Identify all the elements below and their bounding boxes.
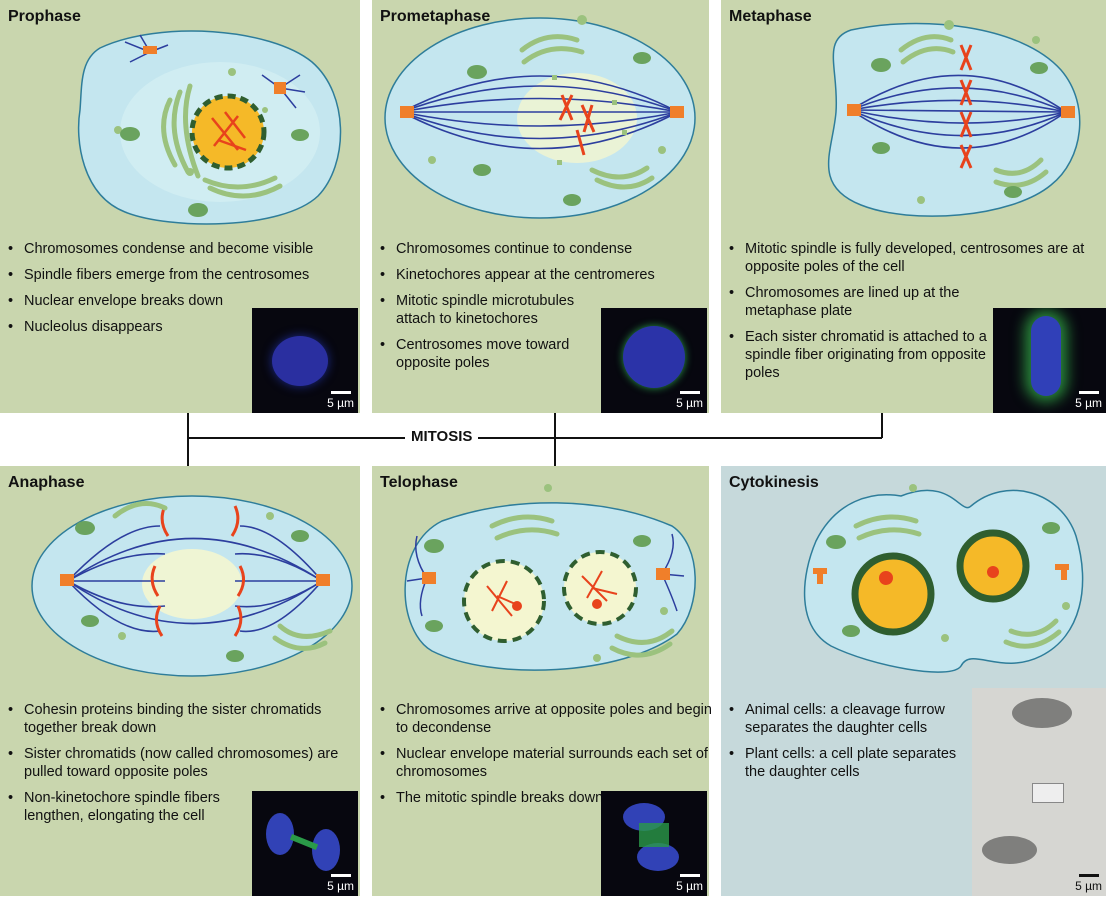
micrograph-metaphase: 5 µm — [993, 308, 1106, 413]
metaphase-cell-illustration — [827, 20, 1081, 217]
panel-title: Prometaphase — [380, 8, 491, 25]
bullet-item: Non-kinetochore spindle fibers lengthen,… — [8, 789, 248, 825]
bullet-item: Sister chromatids (now called chromosome… — [8, 745, 364, 781]
bullet-list: Chromosomes condense and become visible … — [8, 240, 353, 344]
bullet-item: Nuclear envelope material surrounds each… — [380, 745, 716, 781]
bullet-item: Mitotic spindle microtubules attach to k… — [380, 292, 605, 328]
bullet-item: Plant cells: a cell plate separates the … — [729, 745, 969, 781]
cytokinesis-cell-illustration — [803, 484, 1084, 673]
bullet-item: Mitotic spindle is fully developed, cent… — [729, 240, 1105, 276]
bullet-item: Cohesin proteins binding the sister chro… — [8, 701, 364, 737]
micrograph-prometaphase: 5 µm — [601, 308, 707, 413]
panel-title: Metaphase — [729, 8, 812, 25]
micrograph-prophase: 5 µm — [252, 308, 358, 413]
scale-bar: 5 µm — [676, 391, 703, 410]
bullet-item: Centrosomes move toward opposite poles — [380, 336, 605, 372]
bullet-item: Nucleolus disappears — [8, 318, 353, 336]
prophase-cell-illustration — [77, 30, 342, 225]
bullet-item: Animal cells: a cleavage furrow separate… — [729, 701, 969, 737]
micrograph-cytokinesis: 5 µm — [972, 688, 1106, 896]
bullet-item: Chromosomes continue to condense — [380, 240, 716, 258]
panel-prophase: Prophase Chromosomes condense and become… — [0, 0, 360, 413]
bullet-list: Animal cells: a cleavage furrow separate… — [729, 701, 969, 789]
scale-bar: 5 µm — [1075, 874, 1102, 893]
bullet-item: Chromosomes condense and become visible — [8, 240, 353, 258]
mitosis-label: MITOSIS — [405, 428, 479, 445]
bullet-item: Nuclear envelope breaks down — [8, 292, 353, 310]
prometaphase-cell-illustration — [384, 15, 696, 219]
bullet-item: Chromosomes arrive at opposite poles and… — [380, 701, 716, 737]
scale-bar: 5 µm — [327, 391, 354, 410]
panel-title: Prophase — [8, 8, 81, 25]
bullet-item: The mitotic spindle breaks down — [380, 789, 605, 807]
scale-bar: 5 µm — [327, 874, 354, 893]
panel-telophase: Telophase Chromosomes arrive at opposite… — [372, 466, 712, 896]
bullet-item: Spindle fibers emerge from the centrosom… — [8, 266, 353, 284]
bullet-list: Chromosomes arrive at opposite poles and… — [380, 701, 712, 815]
bullet-list: Chromosomes continue to condense Kinetoc… — [380, 240, 655, 380]
scale-bar: 5 µm — [1075, 391, 1102, 410]
micrograph-anaphase: 5 µm — [252, 791, 358, 896]
panel-metaphase: Metaphase Mitotic spindle is fully devel… — [721, 0, 1106, 413]
panel-title: Anaphase — [8, 474, 85, 491]
telophase-cell-illustration — [404, 484, 696, 671]
panel-cytokinesis: Cytokinesis Animal cells: a cleavage fur… — [721, 466, 1106, 896]
panel-title: Telophase — [380, 474, 458, 491]
bullet-list: Mitotic spindle is fully developed, cent… — [729, 240, 1084, 390]
panel-anaphase: Anaphase Cohesin proteins binding the si… — [0, 466, 360, 896]
panel-prometaphase: Prometaphase Chromosomes continue to con… — [372, 0, 709, 413]
bullet-item: Kinetochores appear at the centromeres — [380, 266, 716, 284]
anaphase-cell-illustration — [31, 495, 353, 677]
micrograph-telophase: 5 µm — [601, 791, 707, 896]
panel-title: Cytokinesis — [729, 474, 819, 491]
bullet-item: Chromosomes are lined up at the metaphas… — [729, 284, 999, 320]
scale-bar: 5 µm — [676, 874, 703, 893]
bullet-list: Cohesin proteins binding the sister chro… — [8, 701, 338, 833]
bullet-item: Each sister chromatid is attached to a s… — [729, 328, 999, 382]
